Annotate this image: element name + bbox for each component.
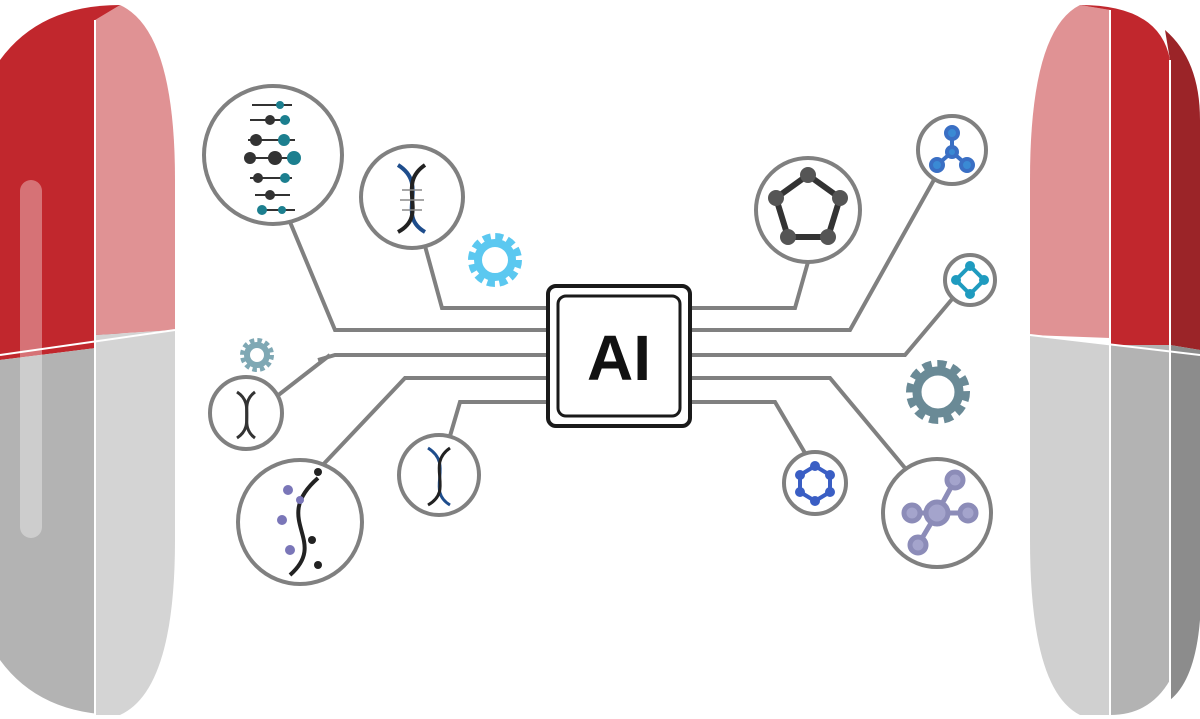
dna-sequence-icon: [244, 101, 301, 215]
ai-chip: AI: [546, 284, 692, 428]
circuit-lines: [270, 177, 955, 472]
slate-gear-icon: [906, 360, 970, 424]
hexagon-molecule-icon: [795, 461, 835, 506]
dna-helix-icon: [396, 163, 427, 234]
left-capsule-half: [0, 5, 176, 715]
capsule-highlight: [20, 180, 42, 538]
lavender-molecule-icon: [901, 469, 979, 556]
teal-molecule-circle: [943, 253, 997, 307]
blue-molecule-icon: [929, 125, 975, 173]
blue-gear-icon: [468, 233, 522, 287]
small-dna-icon: [236, 390, 256, 440]
right-capsule-half: [1029, 5, 1200, 715]
dna-strand-icon: [277, 468, 322, 577]
dna-helix-blue-icon: [427, 446, 451, 507]
hexagon-molecule-circle: [782, 450, 848, 516]
small-slate-gear-icon: [240, 338, 274, 372]
ai-chip-label: AI: [587, 322, 651, 394]
teal-molecule-icon: [951, 261, 989, 299]
pentagon-molecule-icon: [768, 167, 848, 245]
